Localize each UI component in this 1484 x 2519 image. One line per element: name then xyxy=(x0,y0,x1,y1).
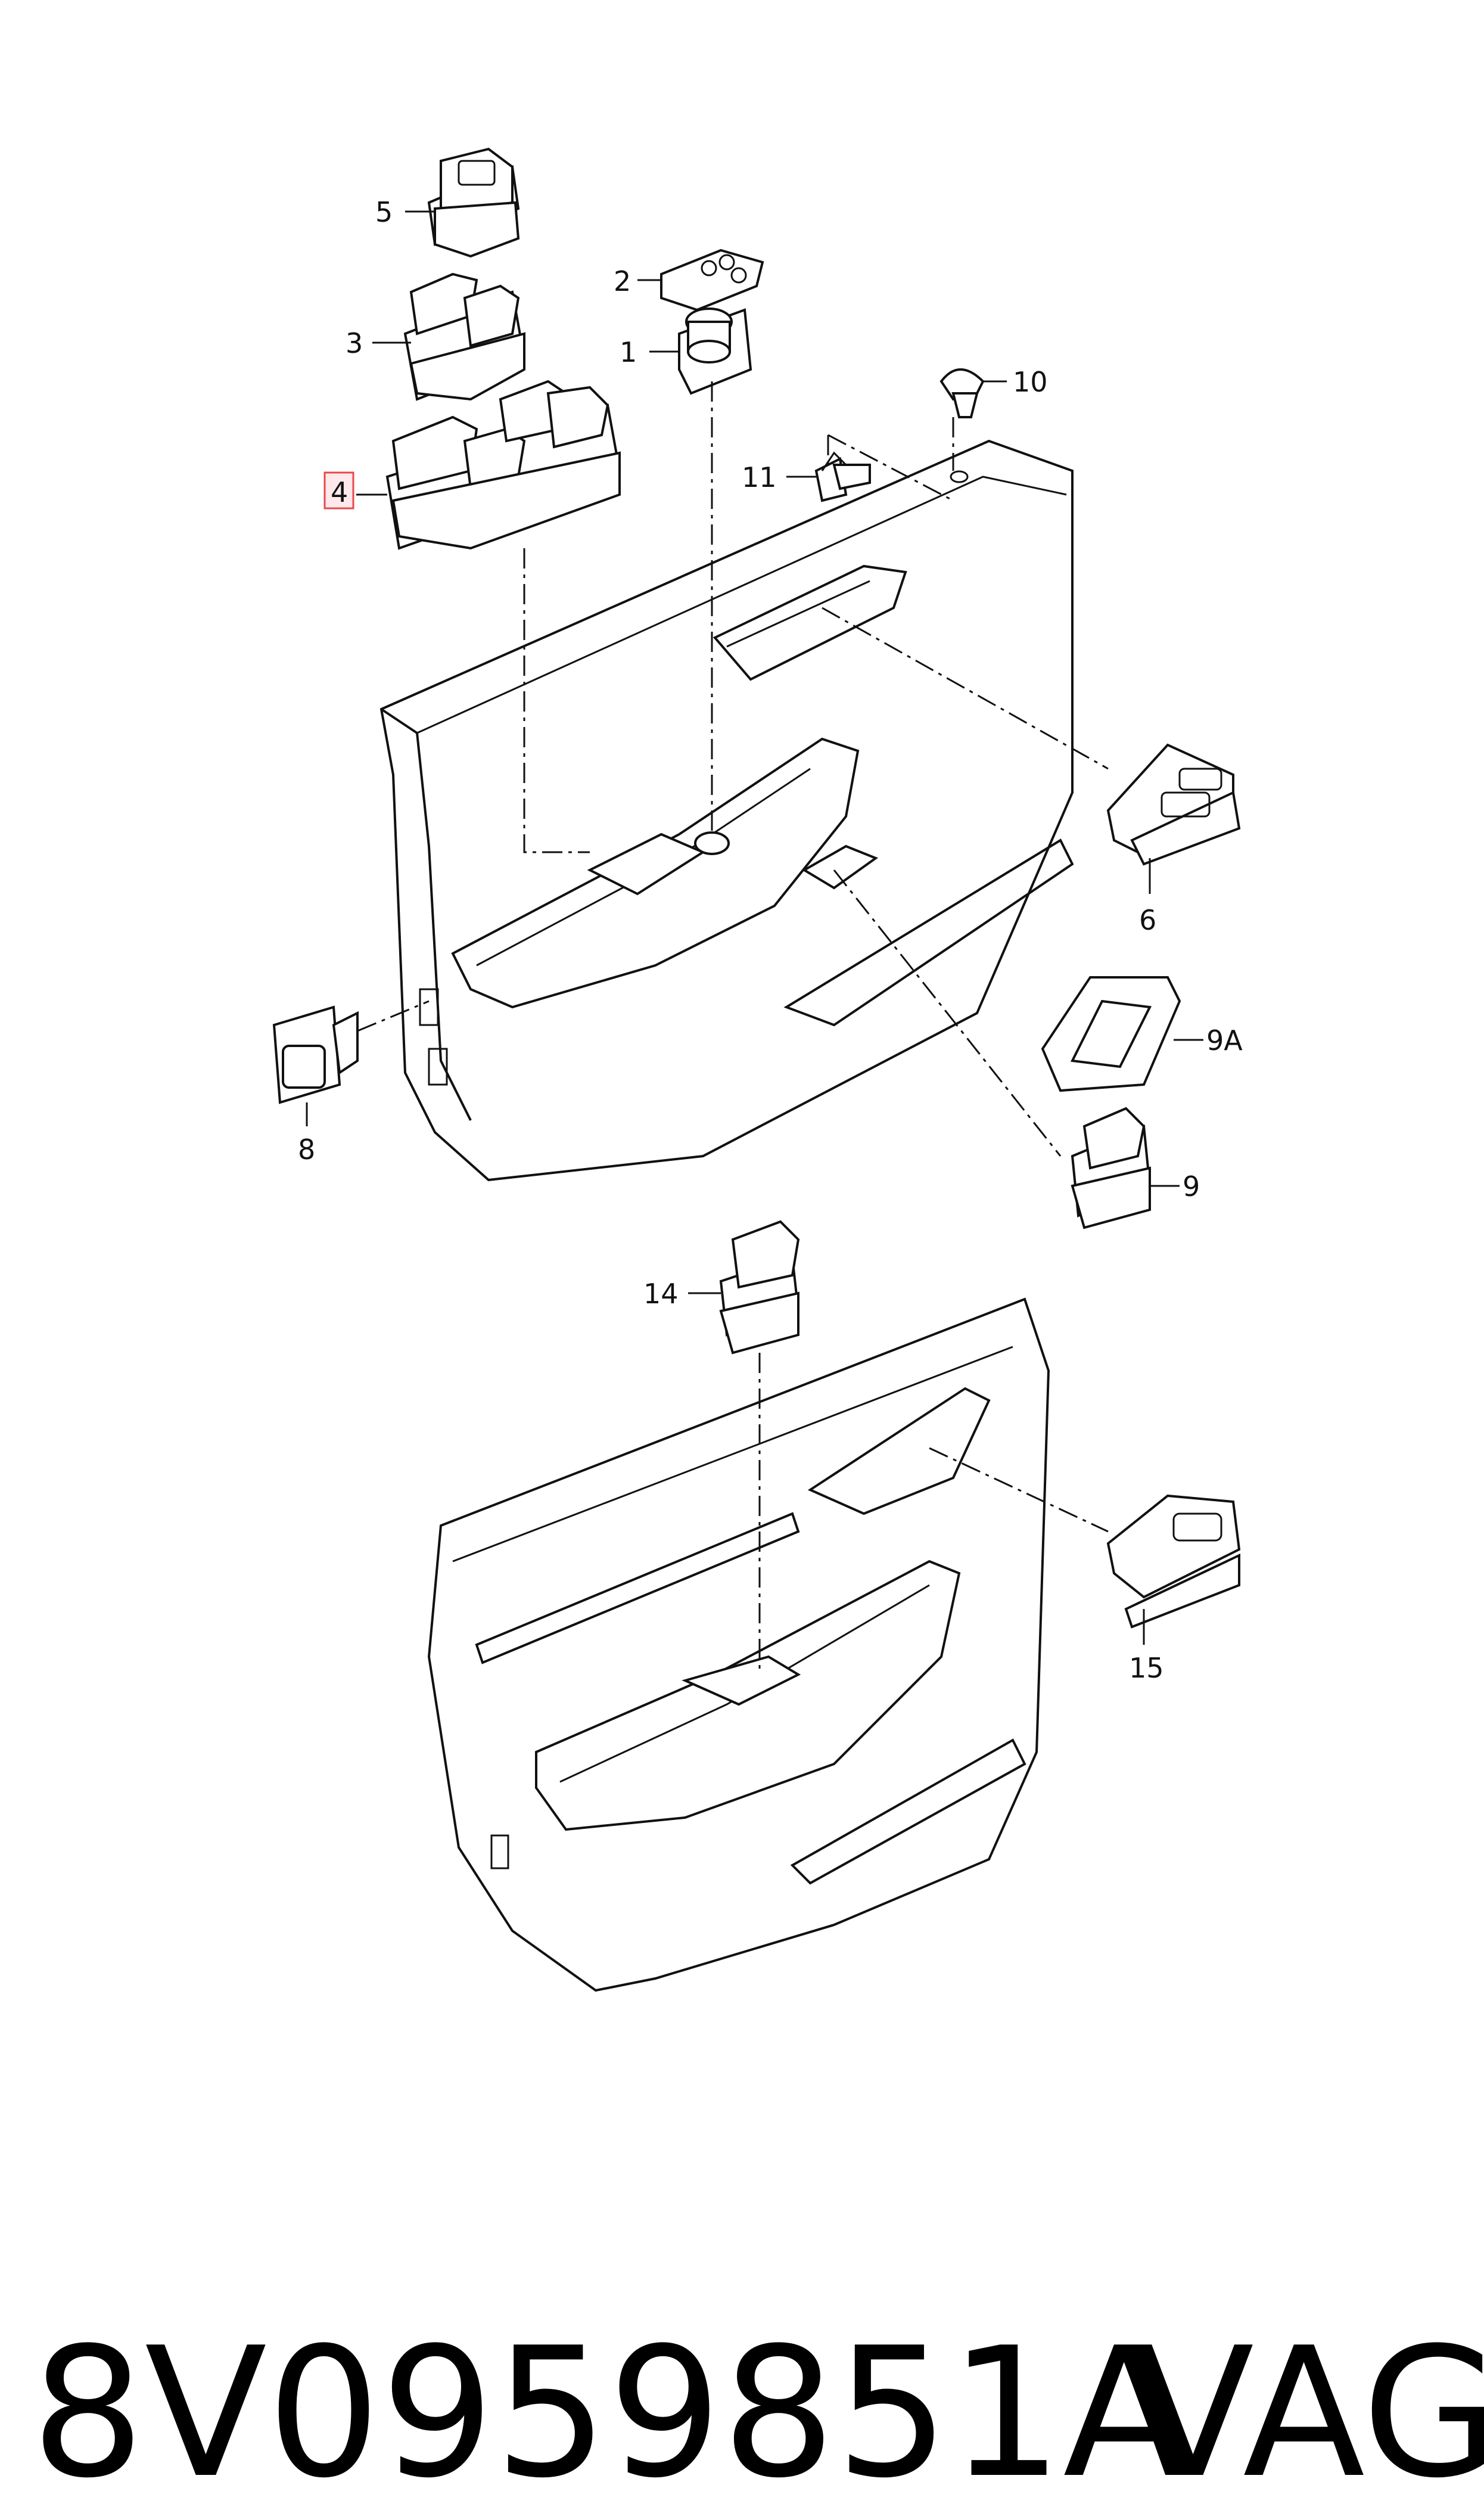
callout-11: 11 xyxy=(742,461,777,493)
part-15-rear-lock-switch xyxy=(1106,1494,1241,1629)
callout-15: 15 xyxy=(1129,1652,1164,1684)
callout-10: 10 xyxy=(1013,366,1048,398)
part-10-clip xyxy=(939,368,985,418)
leader-lines xyxy=(306,210,1203,1645)
part-11-holder xyxy=(814,451,871,502)
callout-8: 8 xyxy=(298,1133,315,1166)
part-9a-bezel xyxy=(1041,976,1181,1092)
part-1-mirror-switch xyxy=(678,308,752,395)
callout-9a: 9A xyxy=(1206,1024,1243,1057)
callouts: 5 2 3 1 4 10 11 6 9A 9 8 14 15 xyxy=(298,196,1243,1684)
callout-4-highlight xyxy=(323,471,354,510)
part-4-window-switch-module xyxy=(385,380,621,550)
part-number: 8V0959851A xyxy=(31,2309,1186,2517)
footer: 8V0959851A VAG xyxy=(0,2324,1484,2503)
callout-2: 2 xyxy=(614,265,631,297)
part-2-gasket xyxy=(660,249,764,312)
callout-6: 6 xyxy=(1139,904,1156,936)
part-9-single-switch xyxy=(1071,1107,1152,1229)
assembly-lines xyxy=(357,381,1109,1669)
callout-9: 9 xyxy=(1183,1170,1200,1203)
part-5-single-window-switch xyxy=(427,147,520,258)
callout-4: 4 xyxy=(331,476,348,508)
callout-1: 1 xyxy=(620,336,637,368)
part-3-double-window-switch xyxy=(403,272,526,401)
front-door-panel xyxy=(379,439,1074,1182)
rear-door-panel xyxy=(427,1297,1050,1992)
part-8-switch-cap xyxy=(272,1005,359,1104)
callout-3: 3 xyxy=(346,327,363,359)
part-6-lock-switch xyxy=(1106,743,1241,866)
part-14-rear-window-switch xyxy=(719,1220,800,1355)
callout-5: 5 xyxy=(375,196,393,228)
callout-14: 14 xyxy=(643,1278,679,1310)
brand: VAG xyxy=(1132,2309,1484,2517)
